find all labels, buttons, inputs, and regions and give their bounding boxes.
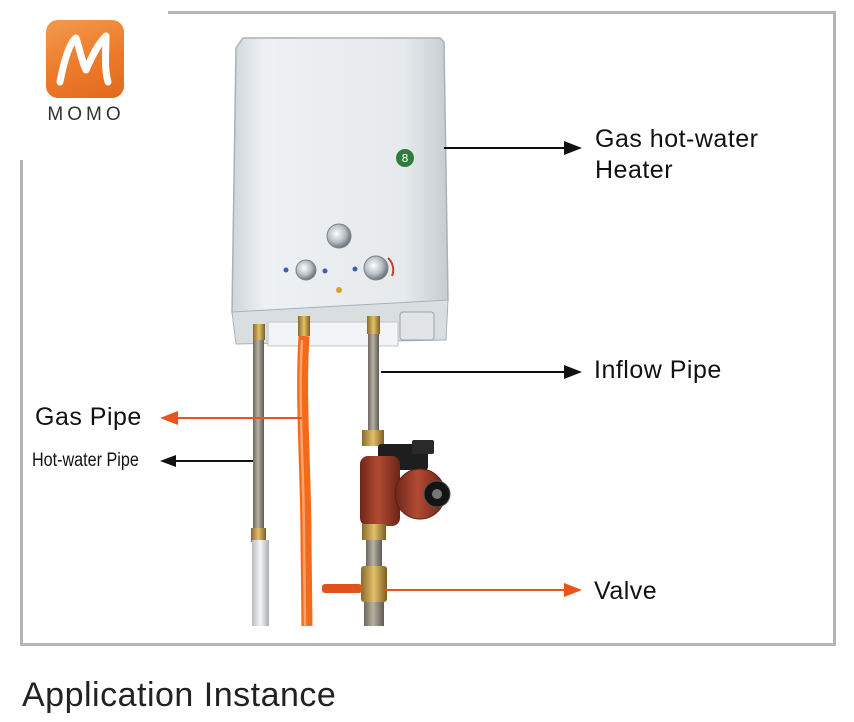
right-knob-icon [363,255,389,281]
label-gas-hot-water-heater: Gas hot-water Heater [595,124,759,186]
valve-body [322,566,387,602]
circulation-pump [360,440,451,526]
logo: MOMO [0,0,168,160]
diagram-frame [20,11,836,646]
hot-water-pipe [251,324,269,626]
label-gas-pipe: Gas Pipe [35,403,142,431]
arrow-gas-pipe [160,411,302,425]
svg-text:8: 8 [402,152,409,165]
inflow-pipe-assembly [322,316,451,626]
gas-pipe-hose [297,316,313,627]
arrow-heater [444,141,582,155]
label-inflow-pipe: Inflow Pipe [594,356,722,384]
arrow-hot-water-pipe [160,455,253,467]
logo-mark-icon [46,20,124,98]
label-heater-line-1: Gas hot-water [595,125,759,153]
arrow-inflow-pipe [381,365,582,379]
caption-title: Application Instance [22,676,337,714]
label-heater-line-2: Heater [595,156,674,184]
label-valve: Valve [594,577,658,605]
valve-handle [322,584,362,593]
top-knob-icon [326,223,352,249]
brand-badge-icon: 8 [396,149,414,167]
label-hot-water-pipe: Hot-water Pipe [32,450,139,471]
arrow-valve [383,583,582,597]
logo-text: MOMO [47,104,125,125]
left-knob-icon [295,259,317,281]
gas-hot-water-heater: 8 [231,37,449,347]
